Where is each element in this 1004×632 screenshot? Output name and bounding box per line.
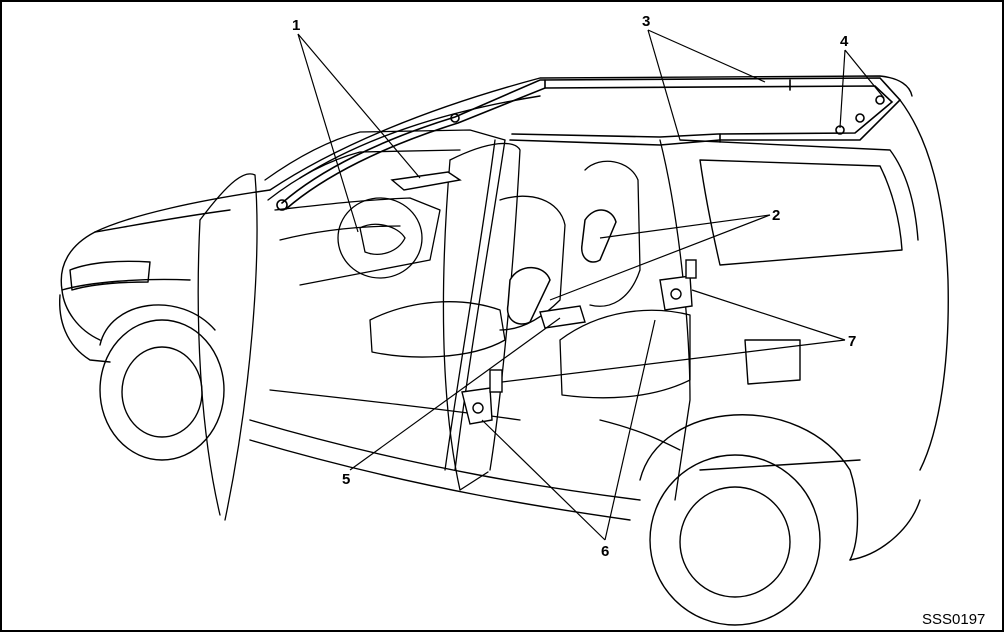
leader-lines xyxy=(297,29,885,541)
callout-2: 2 xyxy=(772,207,780,224)
callout-7: 7 xyxy=(848,333,856,350)
curtain-airbag-rail xyxy=(276,77,902,211)
callout-4: 4 xyxy=(840,33,849,50)
figure-code: SSS0197 xyxy=(922,611,985,628)
passenger-airbag-module xyxy=(390,171,462,191)
crash-zone-sensors xyxy=(489,259,697,393)
callout-6: 6 xyxy=(601,543,609,560)
callout-3: 3 xyxy=(642,13,650,30)
control-unit xyxy=(539,305,586,329)
seat-belt-pretensioners xyxy=(461,275,693,425)
side-airbag-modules xyxy=(506,209,617,325)
callout-5: 5 xyxy=(342,471,350,488)
vehicle-outline xyxy=(59,75,949,626)
callout-1: 1 xyxy=(292,17,300,34)
